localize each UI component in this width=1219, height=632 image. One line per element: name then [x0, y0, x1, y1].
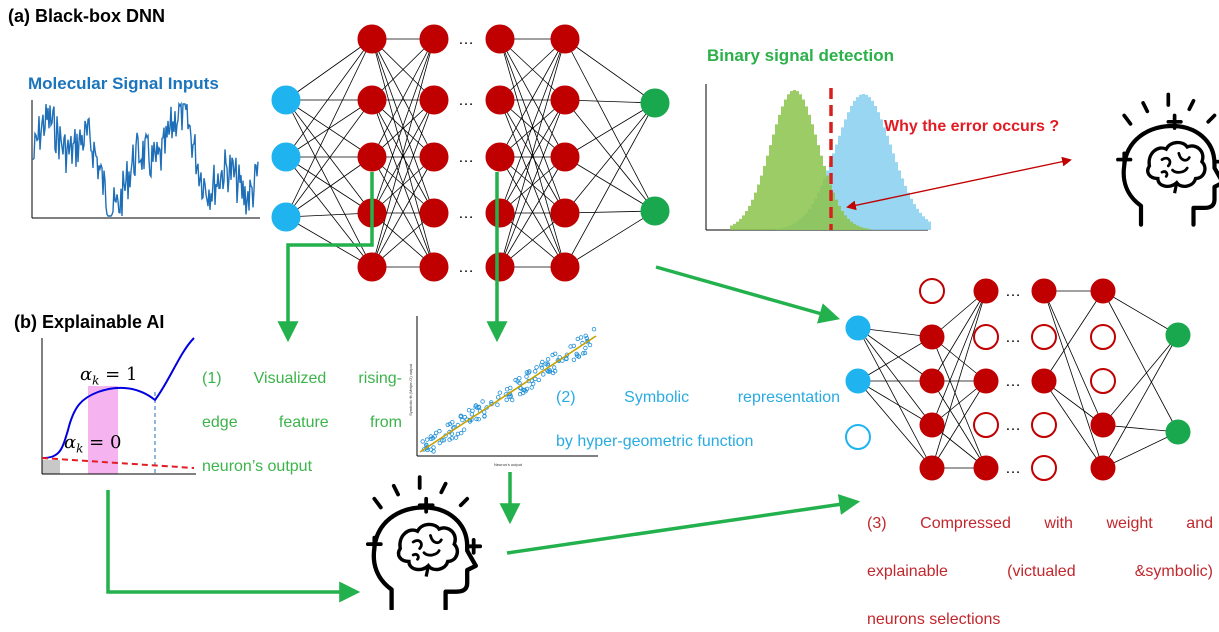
neuron: [357, 24, 387, 54]
ellipsis-label: …: [458, 92, 474, 109]
neuron: [550, 198, 580, 228]
neuron: [550, 85, 580, 115]
step1-line: neuron’s output: [202, 458, 313, 475]
neuron: [640, 196, 670, 226]
step2-line: (2) Symbolic representation: [556, 389, 840, 406]
neuron: [1090, 455, 1116, 481]
step1-line: (1) Visualized rising-: [202, 370, 402, 387]
error-arrow: [846, 156, 1072, 211]
neuron: [357, 142, 387, 172]
neuron: [271, 142, 301, 172]
ellipsis-label: …: [458, 205, 474, 222]
neuron: [271, 85, 301, 115]
neuron: [845, 424, 871, 450]
neuron: [419, 85, 449, 115]
neuron: [919, 278, 945, 304]
alpha-subscript: k: [92, 373, 100, 388]
compressed-dnn: … … … … …: [845, 278, 1191, 481]
ellipsis-label: …: [458, 149, 474, 166]
ellipsis-label: …: [1005, 329, 1021, 346]
neuron: [485, 142, 515, 172]
ellipsis-label: …: [1005, 283, 1021, 300]
panel-b-title: (b) Explainable AI: [14, 312, 165, 332]
neuron: [550, 252, 580, 282]
neuron: [485, 198, 515, 228]
neuron: [357, 252, 387, 282]
ellipsis-label: …: [1005, 417, 1021, 434]
step2-line: by hyper-geometric function: [556, 433, 754, 450]
neuron: [1090, 324, 1116, 350]
neuron: [1031, 278, 1057, 304]
step3-annotation: (3) Compressed with weight and explainab…: [867, 512, 1213, 632]
step3-line: neurons selections: [867, 611, 1001, 628]
neuron: [845, 368, 871, 394]
neuron: [419, 142, 449, 172]
neuron: [419, 198, 449, 228]
neuron: [1090, 278, 1116, 304]
neuron: [485, 24, 515, 54]
neuron: [485, 85, 515, 115]
scatter-ylabel: Symbolic fit (Meijer-G) output: [408, 363, 413, 416]
alpha-symbol: α: [64, 432, 77, 453]
neuron: [1090, 412, 1116, 438]
molecular-signal-plot: [31, 100, 260, 219]
scatter-xlabel: Neuron's output: [494, 462, 523, 467]
neuron: [271, 202, 301, 232]
symbolic-scatter-plot: Neuron's output Symbolic fit (Meijer-G) …: [408, 316, 598, 467]
binary-detection-label: Binary signal detection: [707, 46, 895, 65]
rising-edge-plot: [41, 337, 196, 475]
neuron: [1031, 324, 1057, 350]
neuron: [419, 252, 449, 282]
neuron: [973, 278, 999, 304]
neuron: [973, 455, 999, 481]
neuron: [1031, 412, 1057, 438]
neuron: [919, 412, 945, 438]
why-error-label: Why the error occurs ?: [884, 118, 1060, 135]
step1-line: edge feature from: [202, 414, 402, 431]
neuron: [357, 85, 387, 115]
brain-head-icon: [365, 475, 483, 609]
binary-detection-histogram: [705, 84, 1072, 231]
molecular-inputs-label: Molecular Signal Inputs: [28, 74, 219, 93]
neuron: [1090, 368, 1116, 394]
neuron: [550, 142, 580, 172]
neuron: [845, 315, 871, 341]
ellipsis-label: …: [1005, 460, 1021, 477]
step2-annotation: (2) Symbolic representation by hyper-geo…: [556, 387, 840, 453]
alpha-rhs: = 1: [99, 364, 138, 385]
neuron: [973, 324, 999, 350]
ellipsis-label: …: [458, 259, 474, 276]
step1-annotation: (1) Visualized rising- edge feature from…: [202, 368, 402, 478]
panel-a-title: (a) Black-box DNN: [8, 6, 166, 26]
signal-trace: [32, 101, 259, 217]
alpha-symbol: α: [80, 364, 93, 385]
ellipsis-label: …: [1005, 373, 1021, 390]
neuron: [640, 88, 670, 118]
alpha-rhs: = 0: [83, 432, 122, 453]
neuron: [919, 324, 945, 350]
brain-head-icon: [1116, 92, 1219, 225]
black-box-dnn: … … … … …: [271, 24, 670, 282]
neuron: [419, 24, 449, 54]
alpha-zero-equation: αk = 0: [64, 432, 121, 456]
neuron: [1165, 419, 1191, 445]
step3-line: (3) Compressed with weight and: [867, 515, 1213, 532]
neuron: [973, 368, 999, 394]
neuron: [973, 412, 999, 438]
ellipsis-label: …: [458, 31, 474, 48]
diagram-canvas: … … … … … Neuron's output Symbolic fit (Meij…: [31, 24, 1219, 610]
flow-arrows: [106, 172, 861, 603]
alpha-subscript: k: [76, 441, 84, 456]
alpha-one-equation: αk = 1: [80, 364, 137, 388]
neuron: [550, 24, 580, 54]
step3-line: explainable (victualed &symbolic): [867, 563, 1213, 580]
neuron: [1031, 455, 1057, 481]
neuron: [485, 252, 515, 282]
neuron: [919, 368, 945, 394]
neuron: [1031, 368, 1057, 394]
neuron: [1165, 322, 1191, 348]
neuron: [919, 455, 945, 481]
